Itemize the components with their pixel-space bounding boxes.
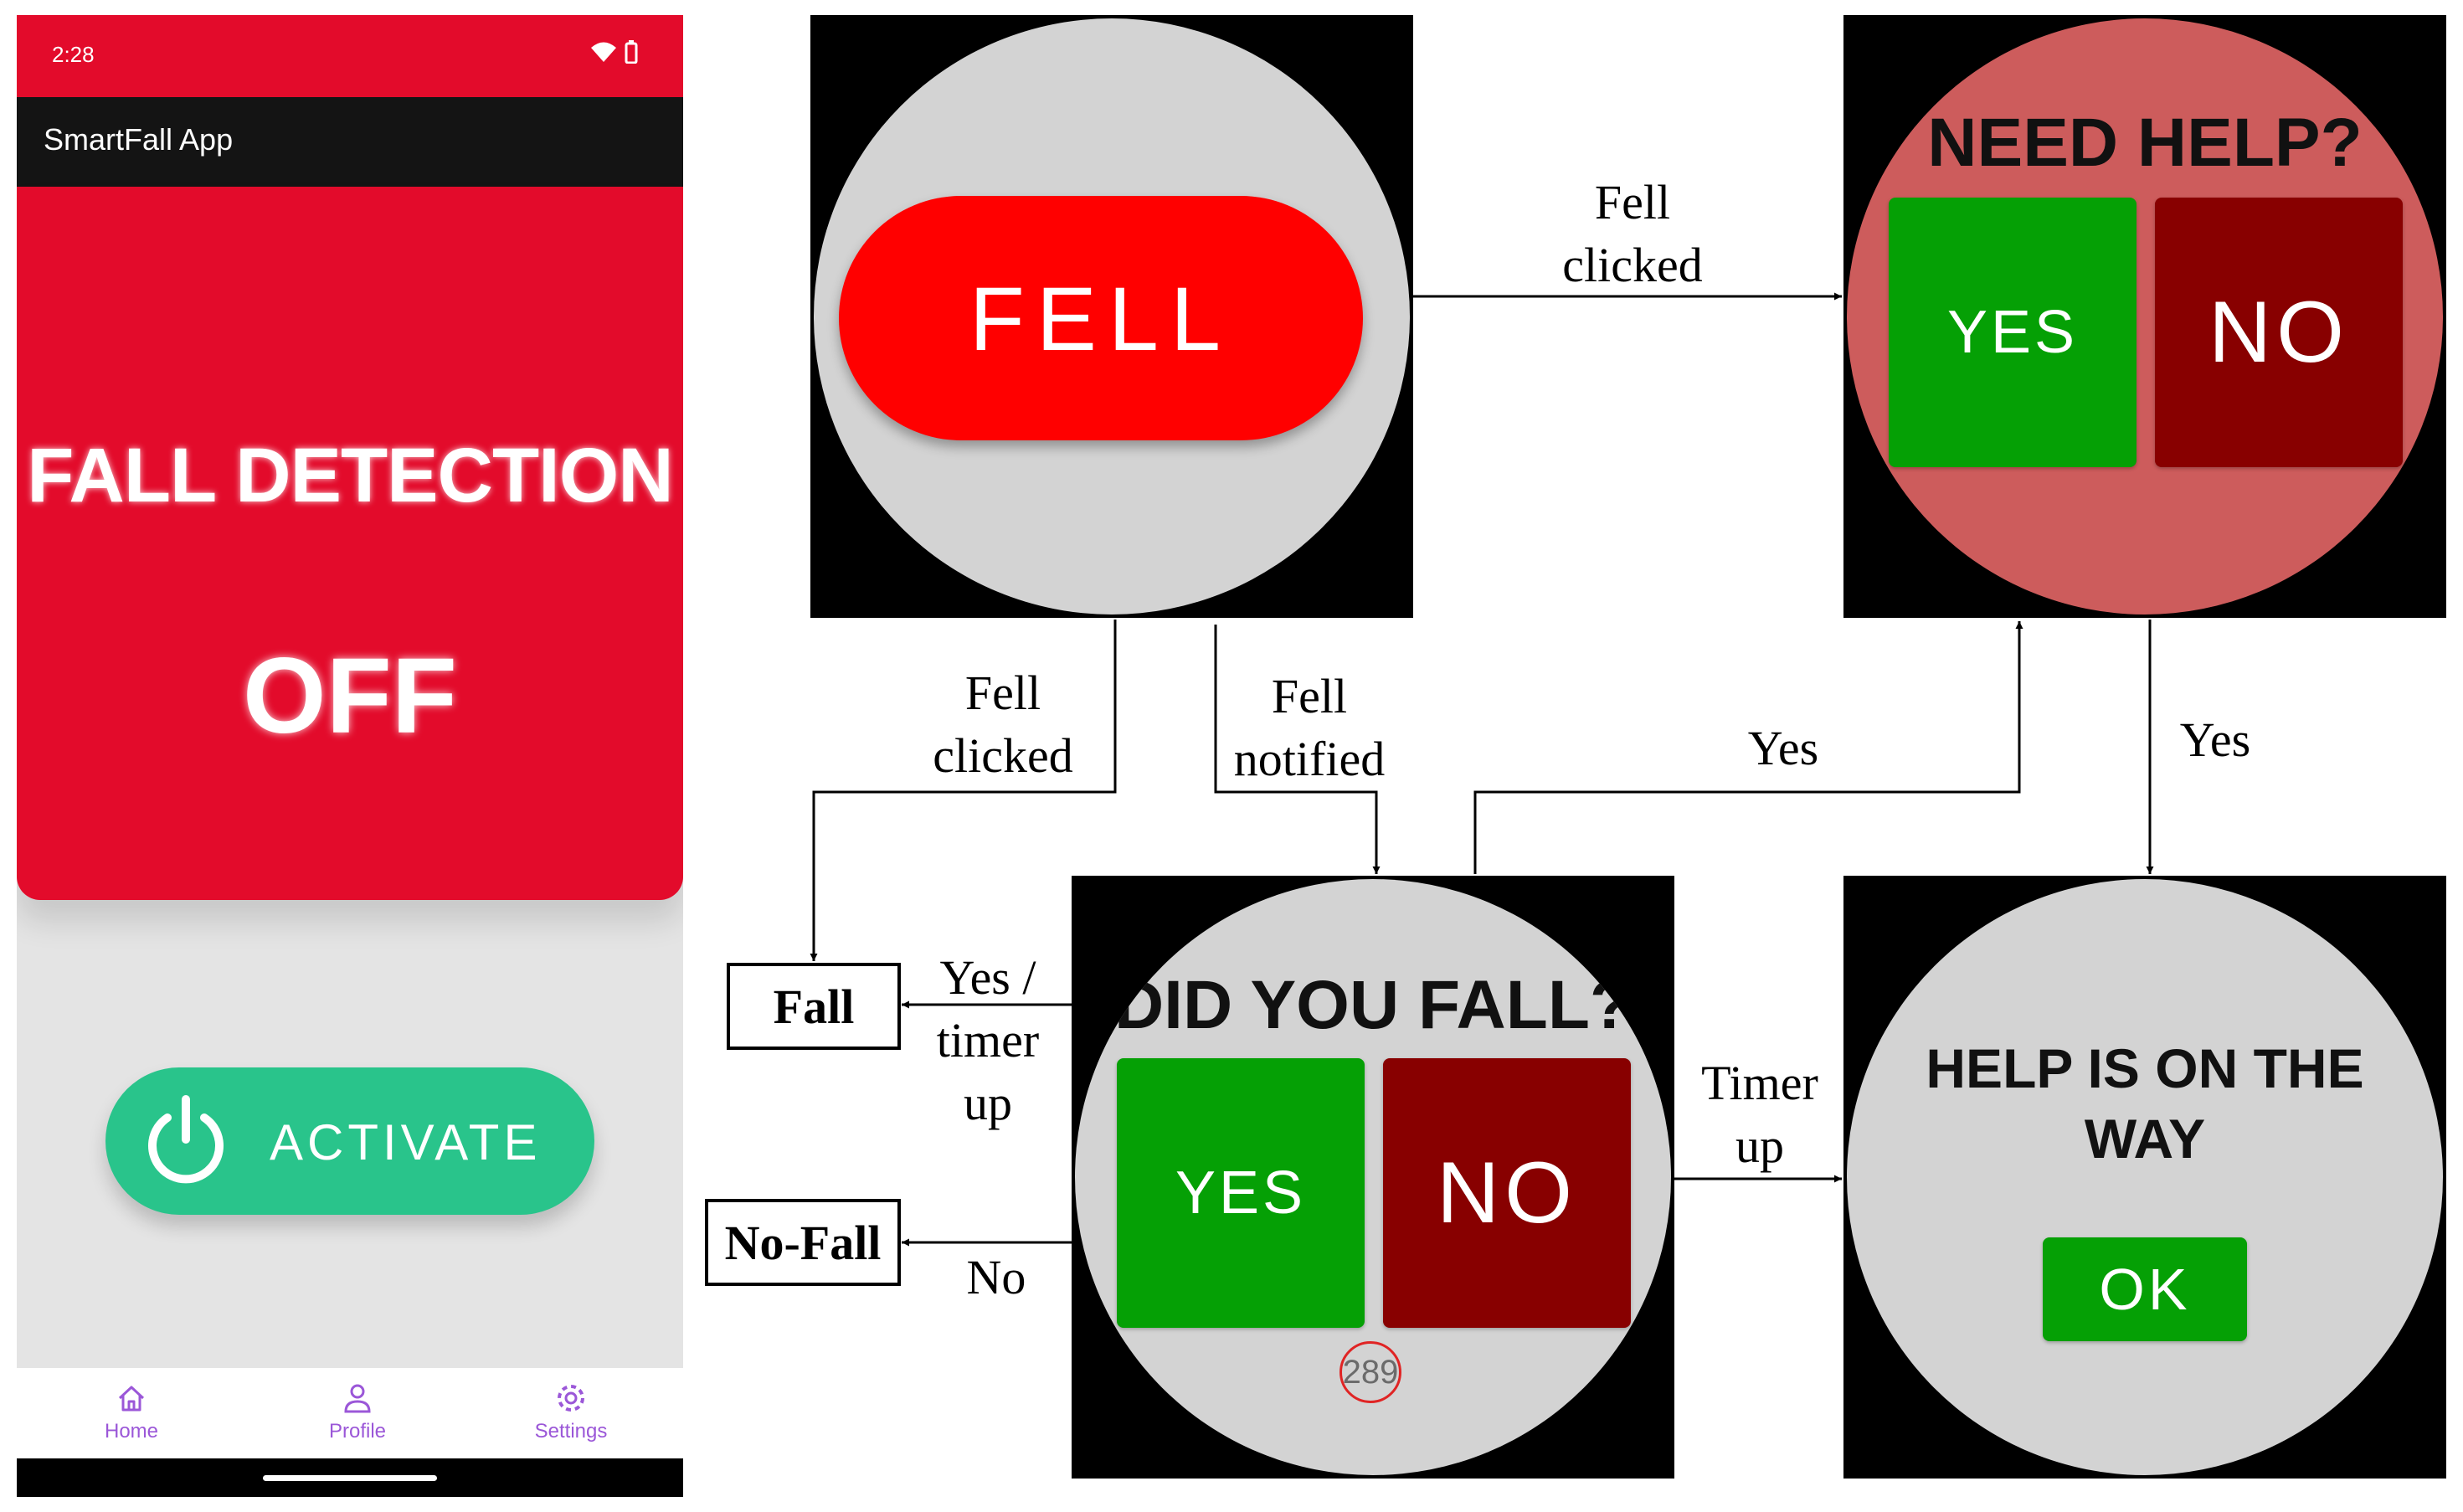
battery-icon	[625, 40, 638, 67]
ok-button[interactable]: OK	[2043, 1237, 2247, 1341]
fall-detection-state: OFF	[243, 636, 457, 756]
arrow-fell-clicked-to-fall	[810, 620, 1117, 961]
flow-label-line: up	[964, 1076, 1012, 1130]
flow-label-line: Fell	[1594, 175, 1671, 229]
ok-button-label: OK	[2099, 1257, 2191, 1322]
flow-label-line: Yes /	[939, 950, 1036, 1005]
gesture-handle[interactable]	[263, 1475, 437, 1481]
flow-label-fell-clicked-top: Fell clicked	[1507, 171, 1758, 296]
flow-label-yes-timer-up: Yes / timer up	[913, 946, 1063, 1134]
bottom-nav: Home Profile Settings	[17, 1368, 683, 1473]
fall-detection-card: FALL DETECTION OFF	[17, 187, 683, 900]
wifi-icon	[589, 40, 618, 67]
gesture-bar	[17, 1458, 683, 1497]
nav-settings-label: Settings	[534, 1420, 608, 1443]
flow-label-line: Fell	[964, 666, 1041, 720]
watch-fell-screen: FELL	[810, 15, 1413, 618]
watch-face: DID YOU FALL? YES NO 289	[1075, 879, 1671, 1475]
flow-label-fell-notified: Fell notified	[1209, 665, 1410, 790]
no-button[interactable]: NO	[1383, 1058, 1631, 1328]
no-button-label: NO	[1437, 1144, 1577, 1242]
nofall-outcome-box: No-Fall	[705, 1199, 901, 1286]
watch-need-help-screen: NEED HELP? YES NO	[1843, 15, 2446, 618]
status-bar: 2:28	[17, 15, 683, 97]
power-icon	[137, 1093, 234, 1193]
nav-profile[interactable]: Profile	[282, 1381, 433, 1443]
nav-home[interactable]: Home	[56, 1381, 207, 1443]
flow-label-line: clicked	[1562, 238, 1703, 292]
flow-label-line: up	[1735, 1119, 1784, 1173]
fall-outcome-box: Fall	[727, 963, 901, 1050]
watch-face: NEED HELP? YES NO	[1847, 18, 2443, 615]
yes-button[interactable]: YES	[1889, 198, 2136, 467]
help-heading-line2: WAY	[2084, 1108, 2206, 1170]
no-button-label: NO	[2208, 283, 2349, 381]
arrow-fell-notified-to-did-you-fall	[1214, 625, 1381, 874]
nav-profile-label: Profile	[328, 1420, 387, 1443]
flow-label-timer-up: Timer up	[1684, 1052, 1835, 1177]
flow-label-line: notified	[1233, 732, 1386, 786]
watch-face: HELP IS ON THE WAY OK	[1847, 879, 2443, 1475]
yes-button[interactable]: YES	[1117, 1058, 1365, 1328]
flow-label-line: clicked	[933, 728, 1073, 783]
nav-settings[interactable]: Settings	[496, 1381, 646, 1443]
app-bar: SmartFall App	[17, 97, 683, 187]
home-icon	[115, 1386, 148, 1418]
gear-icon	[554, 1385, 588, 1418]
no-button[interactable]: NO	[2155, 198, 2403, 467]
help-heading-line1: HELP IS ON THE	[1926, 1037, 2364, 1099]
flow-label-yes-right: Yes	[2179, 712, 2251, 767]
flow-label-line: Fell	[1271, 669, 1348, 723]
watch-did-you-fall-screen: DID YOU FALL? YES NO 289	[1072, 876, 1674, 1479]
yes-button-label: YES	[1946, 299, 2079, 366]
flow-label-line: Timer	[1701, 1056, 1818, 1110]
flow-label-line: timer	[936, 1013, 1040, 1067]
person-icon	[341, 1384, 374, 1418]
phone-screen: 2:28 SmartFall App FALL DETECTION OFF AC…	[17, 15, 683, 1497]
activate-label: ACTIVATE	[270, 1114, 542, 1170]
fell-button-label: FELL	[969, 267, 1233, 369]
watch-face: FELL	[814, 18, 1410, 615]
status-time: 2:28	[52, 42, 95, 67]
arrow-did-you-fall-yes-to-need-help	[1473, 621, 2023, 874]
fell-button[interactable]: FELL	[839, 196, 1363, 440]
app-title: SmartFall App	[44, 122, 234, 157]
need-help-heading: NEED HELP?	[1927, 105, 2363, 181]
watch-help-screen: HELP IS ON THE WAY OK	[1843, 876, 2446, 1479]
flow-label-no: No	[966, 1250, 1026, 1304]
flow-label-fell-clicked-left: Fell clicked	[877, 661, 1129, 787]
flow-label-yes-mid: Yes	[1747, 721, 1819, 775]
yes-button-label: YES	[1175, 1160, 1307, 1227]
countdown-value: 289	[1342, 1353, 1399, 1391]
activate-button[interactable]: ACTIVATE	[105, 1067, 594, 1215]
fall-detection-title: FALL DETECTION	[27, 433, 673, 518]
countdown-timer: 289	[1339, 1341, 1401, 1403]
did-you-fall-heading: DID YOU FALL?	[1113, 967, 1633, 1043]
nav-home-label: Home	[104, 1420, 159, 1443]
